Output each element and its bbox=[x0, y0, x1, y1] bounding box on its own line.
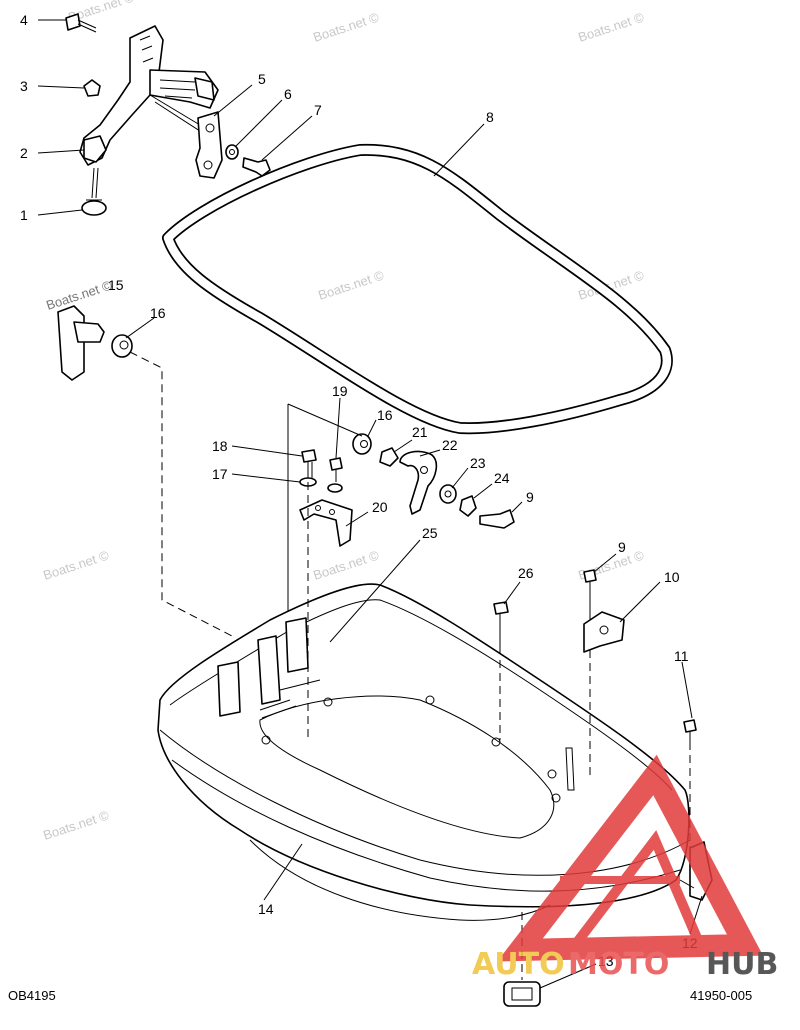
callout-26: 26 bbox=[518, 565, 534, 581]
callout-21: 21 bbox=[412, 424, 428, 440]
callout-23: 23 bbox=[470, 455, 486, 471]
callout-15: 15 bbox=[108, 277, 124, 293]
callout-10: 10 bbox=[664, 569, 680, 585]
callout-14: 14 bbox=[258, 901, 274, 917]
bracket-assembly bbox=[65, 13, 271, 216]
bolt-part-26 bbox=[493, 601, 509, 615]
bolt-part-18 bbox=[301, 449, 317, 463]
bolt-part-9a bbox=[479, 509, 515, 529]
callout-9a: 9 bbox=[526, 489, 534, 505]
bracket-part-2 bbox=[79, 25, 164, 166]
watermark: Boats.net © bbox=[316, 267, 386, 302]
cowling-seal-part-8 bbox=[162, 143, 673, 435]
bolt-part-7 bbox=[242, 157, 271, 177]
nut-part-24 bbox=[459, 495, 477, 517]
washer-part-6 bbox=[225, 144, 239, 160]
callout-4: 4 bbox=[20, 12, 28, 28]
watermark: Boats.net © bbox=[44, 277, 114, 312]
callout-3: 3 bbox=[20, 78, 28, 94]
callout-19: 19 bbox=[332, 383, 348, 399]
latch-bracket-part-20 bbox=[299, 499, 353, 547]
callout-2: 2 bbox=[20, 145, 28, 161]
watermark: Boats.net © bbox=[311, 9, 381, 44]
assembly-lines bbox=[129, 351, 691, 980]
callout-11: 11 bbox=[674, 648, 689, 664]
callout-22: 22 bbox=[442, 437, 458, 453]
callout-5: 5 bbox=[258, 71, 266, 87]
callout-7: 7 bbox=[314, 102, 322, 118]
logo-text-moto: MOTO bbox=[568, 947, 669, 982]
watermark: Boats.net © bbox=[41, 547, 111, 582]
handle-assembly bbox=[57, 305, 133, 381]
latch-hook-part-22 bbox=[399, 450, 438, 515]
bolt-part-19 bbox=[329, 457, 343, 471]
watermark: Boats.net © bbox=[576, 9, 646, 44]
screw-part-4 bbox=[65, 13, 81, 31]
callout-17: 17 bbox=[212, 466, 228, 482]
bolt-part-1 bbox=[81, 200, 107, 216]
washer-part-23 bbox=[439, 484, 457, 504]
bracket-part-10 bbox=[583, 611, 625, 653]
watermark: Boats.net © bbox=[311, 547, 381, 582]
hinge-plate-part-5 bbox=[195, 111, 223, 179]
callout-16b: 16 bbox=[377, 407, 393, 423]
callout-6: 6 bbox=[284, 86, 292, 102]
callout-1: 1 bbox=[20, 207, 28, 223]
bushing-part-16b bbox=[352, 433, 372, 455]
latch-assembly bbox=[287, 403, 515, 640]
logo-text-hub: HUB bbox=[706, 947, 778, 982]
logo-text-auto: AUTO bbox=[472, 947, 565, 982]
diagram-code-left: OB4195 bbox=[8, 988, 56, 1003]
callout-16a: 16 bbox=[150, 305, 166, 321]
watermark: Boats.net © bbox=[41, 807, 111, 842]
grommet-part-13 bbox=[503, 981, 541, 1007]
leader-lines bbox=[37, 19, 703, 989]
handle-part-15 bbox=[57, 305, 85, 381]
diagram-code-right: 41950-005 bbox=[690, 988, 752, 1003]
bushing-part-16 bbox=[111, 334, 133, 358]
callout-numbers: 4 3 2 1 5 6 7 8 15 16 19 16 21 22 18 17 … bbox=[20, 12, 698, 969]
nut-part-21 bbox=[379, 447, 399, 467]
screw-part-11 bbox=[683, 719, 697, 733]
callout-25: 25 bbox=[422, 525, 438, 541]
nut-part-3 bbox=[83, 79, 101, 97]
callout-18: 18 bbox=[212, 438, 228, 454]
callout-9b: 9 bbox=[618, 539, 626, 555]
automotohub-logo: AUTO MOTO HUB bbox=[472, 754, 778, 982]
callout-20: 20 bbox=[372, 499, 388, 515]
callout-8: 8 bbox=[486, 109, 494, 125]
callout-24: 24 bbox=[494, 470, 510, 486]
screw-part-9b bbox=[583, 569, 597, 583]
